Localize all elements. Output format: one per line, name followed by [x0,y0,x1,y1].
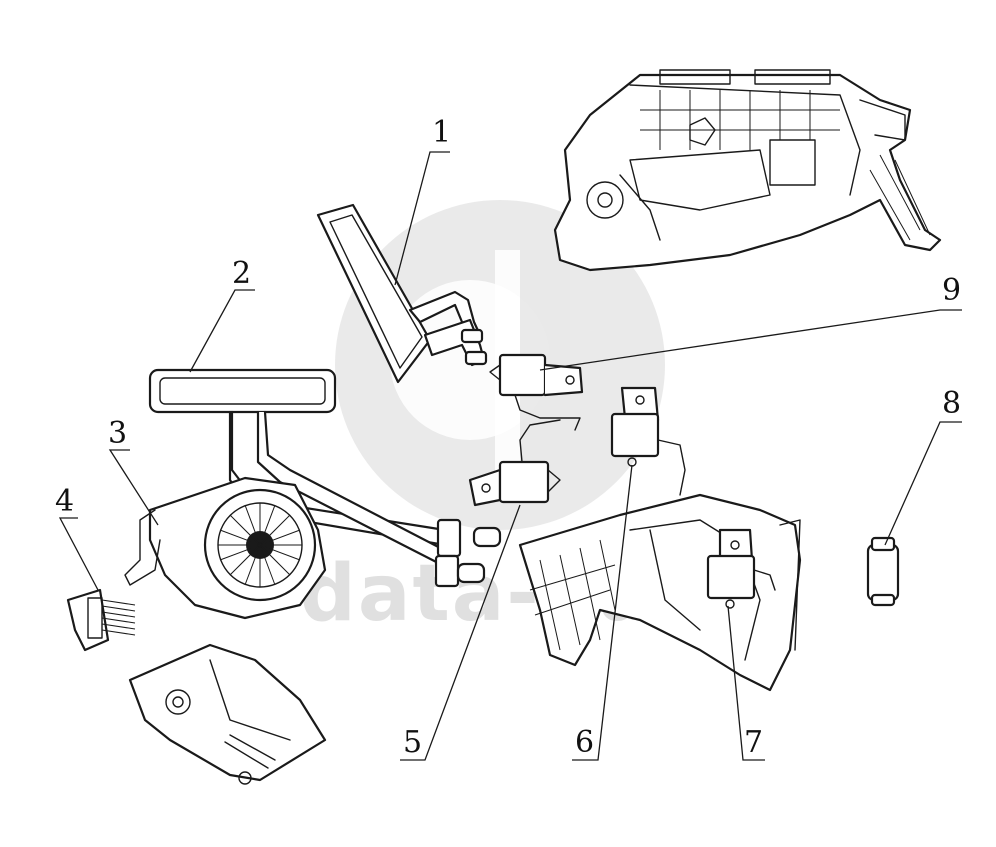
callout-3: 3 [108,416,127,451]
callout-6: 6 [575,725,594,760]
part-3-blower [124,476,327,620]
part-1-heater-core [316,203,488,384]
leader-lines [58,151,962,761]
part-8-sensor [866,536,900,607]
part-9-actuator [489,353,584,431]
upper-right-housing [553,69,942,272]
callout-5: 5 [403,725,422,760]
callout-8: 8 [942,386,961,421]
callout-9: 9 [942,273,961,308]
callout-4: 4 [55,484,74,519]
part-4-resistor [66,588,136,652]
callouts: 1 2 3 4 5 6 7 8 9 [55,115,961,760]
lower-left-housing [128,643,327,785]
lower-right-duct [518,493,802,692]
part-7-actuator [706,528,776,609]
callout-2: 2 [232,256,251,291]
part-5-actuator [468,419,561,507]
part-6-actuator [610,386,686,496]
callout-1: 1 [432,115,451,150]
callout-7: 7 [744,725,763,760]
